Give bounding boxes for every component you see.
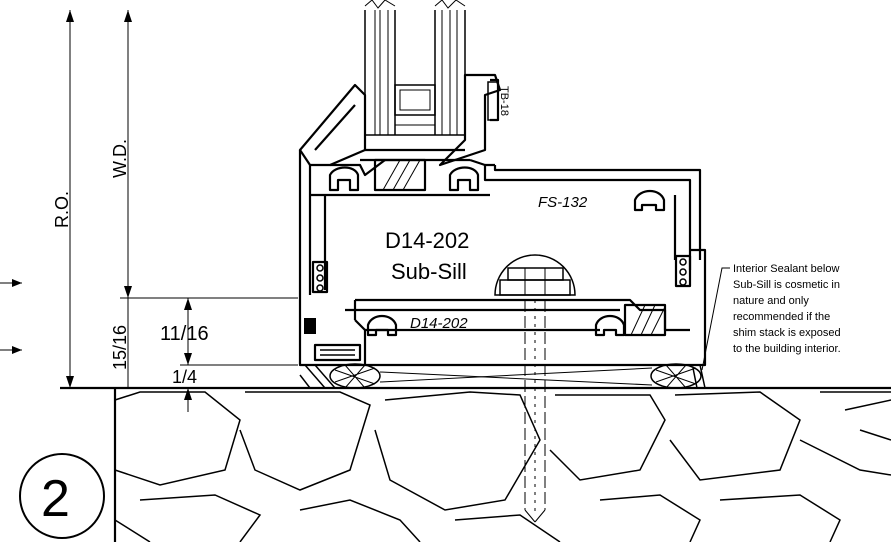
anchor-screw — [494, 254, 576, 523]
glazing-unit — [364, 0, 466, 136]
main-frame-profile — [298, 150, 707, 367]
shim-and-sealant — [299, 363, 706, 389]
dim-11-16-label: 11/16 — [160, 323, 209, 345]
ro-label: R.O. — [52, 191, 72, 228]
dim-15-16-label: 15/16 — [110, 325, 130, 370]
note-line-4: recommended if the — [733, 311, 830, 323]
note-leader — [701, 267, 730, 371]
concrete-substrate — [60, 386, 891, 543]
part-name-label: Sub-Sill — [391, 259, 467, 284]
note-line-1: Interior Sealant below — [733, 263, 839, 275]
subsill-tag-label: D14-202 — [410, 315, 468, 332]
note-line-5: shim stack is exposed — [733, 327, 841, 339]
interior-sealant-note: Interior Sealant below Sub-Sill is cosme… — [733, 263, 841, 355]
detail-number-bubble — [19, 453, 105, 539]
dimension-lines — [0, 10, 298, 412]
note-line-6: to the building interior. — [733, 343, 841, 355]
dim-1-4-label: 1/4 — [172, 367, 197, 387]
vent-frame-profile — [298, 73, 502, 192]
tb-label: TB-18 — [498, 86, 510, 116]
note-line-3: nature and only — [733, 295, 809, 307]
subsill-profile — [298, 298, 690, 367]
fs-label: FS-132 — [538, 194, 588, 211]
detail-number: 2 — [41, 470, 70, 528]
wd-label: W.D. — [110, 139, 130, 178]
part-number-label: D14-202 — [385, 228, 469, 253]
note-line-2: Sub-Sill is cosmetic in — [733, 279, 840, 291]
